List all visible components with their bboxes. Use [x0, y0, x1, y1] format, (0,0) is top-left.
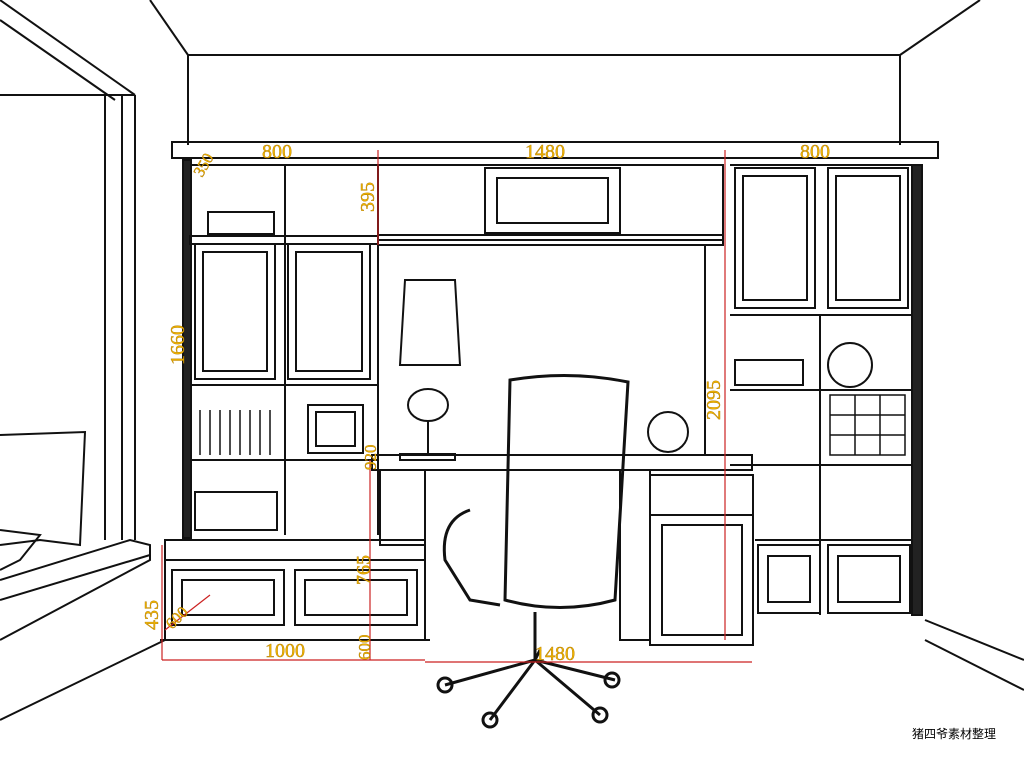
- dim-desk-height: 765: [353, 555, 375, 585]
- dim-bench-width: 1000: [265, 640, 305, 662]
- dim-depth-top: 350: [191, 151, 218, 180]
- dim-top-right-width: 800: [800, 141, 830, 163]
- room-lines: [0, 0, 1024, 691]
- dim-total-height: 2095: [703, 380, 725, 420]
- dim-left-cabinet-height: 1660: [167, 325, 189, 365]
- dim-desk-depth: 600: [355, 635, 374, 661]
- dim-top-left-width: 800: [262, 141, 292, 163]
- dim-upper-shelf-height: 395: [357, 182, 379, 212]
- dim-desk-gap: 920: [361, 445, 380, 471]
- dim-desk-width: 1480: [535, 643, 575, 665]
- dim-bench-height: 435: [141, 600, 163, 630]
- dim-top-center-width: 1480: [525, 141, 565, 163]
- dimension-lines: [161, 150, 752, 663]
- bed: [0, 430, 166, 721]
- cabinet-unit: [160, 141, 939, 646]
- watermark-text: 猪四爷素材整理: [911, 727, 996, 741]
- office-chair: [436, 373, 630, 729]
